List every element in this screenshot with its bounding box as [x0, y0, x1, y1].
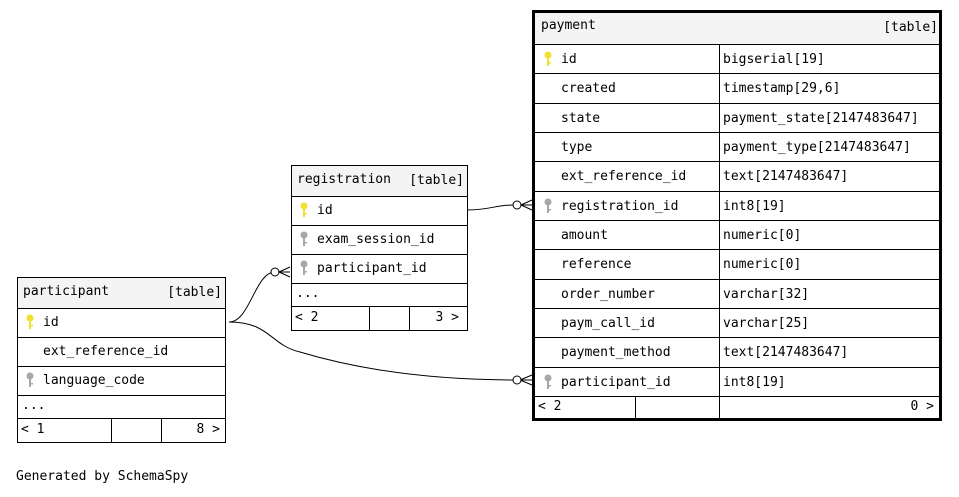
column-row[interactable]: created timestamp[29,6]: [535, 74, 939, 104]
table-payment[interactable]: payment [table] id bigserial[19] created ti…: [532, 10, 942, 421]
column-row[interactable]: type payment_type[2147483647]: [535, 132, 939, 163]
nav-prev[interactable]: < 2: [538, 399, 562, 414]
generated-by-footer: Generated by SchemaSpy: [16, 469, 189, 484]
table-kind: [table]: [883, 20, 938, 35]
table-header: payment [table]: [535, 13, 939, 45]
column-type: int8[19]: [723, 198, 786, 214]
link-end-circle: [512, 200, 522, 210]
foreign-key-icon: [300, 231, 308, 246]
column-name: participant_id: [317, 261, 427, 276]
table-name: payment: [541, 18, 596, 33]
table-nav: < 2 3 >: [292, 307, 467, 330]
table-header: registration [table]: [292, 166, 467, 197]
column-name: amount: [561, 227, 608, 243]
column-name: id: [317, 203, 333, 218]
link-registration-payment: [466, 204, 515, 211]
link-end-circle: [512, 375, 522, 385]
primary-key-icon: [26, 314, 34, 329]
foreign-key-icon: [544, 198, 552, 213]
column-name: ext_reference_id: [561, 169, 687, 185]
foreign-key-icon: [544, 374, 552, 389]
column-name: exam_session_id: [317, 232, 435, 247]
nav-next[interactable]: 0 >: [910, 399, 934, 414]
column-type: payment_state[2147483647]: [723, 110, 919, 126]
column-type: varchar[32]: [723, 286, 810, 302]
column-name: ext_reference_id: [43, 344, 169, 359]
column-row[interactable]: registration_id int8[19]: [535, 191, 939, 221]
primary-key-icon: [300, 202, 308, 217]
column-name: reference: [561, 257, 632, 273]
table-header: participant [table]: [18, 278, 225, 309]
foreign-key-icon: [300, 260, 308, 275]
column-row[interactable]: paym_call_id varchar[25]: [535, 308, 939, 339]
table-name: participant: [23, 284, 110, 299]
column-type: text[2147483647]: [723, 169, 849, 185]
more-columns: ...: [292, 284, 467, 307]
table-nav: < 1 8 >: [18, 419, 225, 442]
column-row[interactable]: ext_reference_id text[2147483647]: [535, 162, 939, 192]
column-row[interactable]: state payment_state[2147483647]: [535, 103, 939, 133]
column-name: id: [561, 52, 577, 67]
table-nav: < 2 0 >: [535, 397, 939, 418]
column-name: language_code: [43, 373, 145, 388]
link-participant-payment: [228, 321, 517, 381]
link-participant-registration: [228, 271, 276, 323]
column-row[interactable]: id: [292, 197, 467, 226]
column-name: id: [43, 315, 59, 330]
table-kind: [table]: [167, 285, 222, 300]
column-name: created: [561, 81, 616, 97]
ellipsis: ...: [22, 398, 46, 413]
ellipsis: ...: [296, 286, 320, 301]
column-row[interactable]: exam_session_id: [292, 226, 467, 255]
nav-next[interactable]: 8 >: [196, 422, 220, 437]
foreign-key-icon: [26, 372, 34, 387]
column-type: int8[19]: [723, 374, 786, 390]
nav-prev[interactable]: < 2: [295, 310, 319, 325]
column-type: payment_type[2147483647]: [723, 139, 911, 155]
more-columns: ...: [18, 396, 225, 419]
nav-next[interactable]: 3 >: [435, 310, 459, 325]
column-row[interactable]: amount numeric[0]: [535, 220, 939, 251]
column-row[interactable]: language_code: [18, 367, 225, 396]
column-type: numeric[0]: [723, 227, 802, 243]
column-name: type: [561, 139, 593, 155]
table-name: registration: [297, 172, 391, 187]
column-name: state: [561, 110, 601, 126]
column-type: timestamp[29,6]: [723, 81, 841, 97]
column-row[interactable]: participant_id int8[19]: [535, 367, 939, 397]
column-name: payment_method: [561, 345, 671, 361]
column-row[interactable]: id: [18, 309, 225, 338]
column-type: bigserial[19]: [723, 52, 825, 67]
column-name: paym_call_id: [561, 315, 655, 331]
column-row[interactable]: participant_id: [292, 255, 467, 284]
column-type: varchar[25]: [723, 315, 810, 331]
column-name: registration_id: [561, 198, 679, 214]
column-row[interactable]: reference numeric[0]: [535, 250, 939, 280]
link-end-circle: [270, 267, 280, 277]
column-row[interactable]: ext_reference_id: [18, 338, 225, 367]
nav-prev[interactable]: < 1: [21, 422, 45, 437]
table-kind: [table]: [409, 173, 464, 188]
primary-key-icon: [544, 51, 552, 66]
column-row[interactable]: payment_method text[2147483647]: [535, 338, 939, 368]
table-participant[interactable]: participant [table] id ext_reference_id …: [17, 277, 226, 443]
column-name: order_number: [561, 286, 655, 302]
column-type: text[2147483647]: [723, 345, 849, 361]
column-row[interactable]: id bigserial[19]: [535, 45, 939, 75]
column-type: numeric[0]: [723, 257, 802, 273]
column-name: participant_id: [561, 374, 671, 390]
column-row[interactable]: order_number varchar[32]: [535, 279, 939, 309]
table-registration[interactable]: registration [table] id exam_session_id …: [291, 165, 468, 331]
